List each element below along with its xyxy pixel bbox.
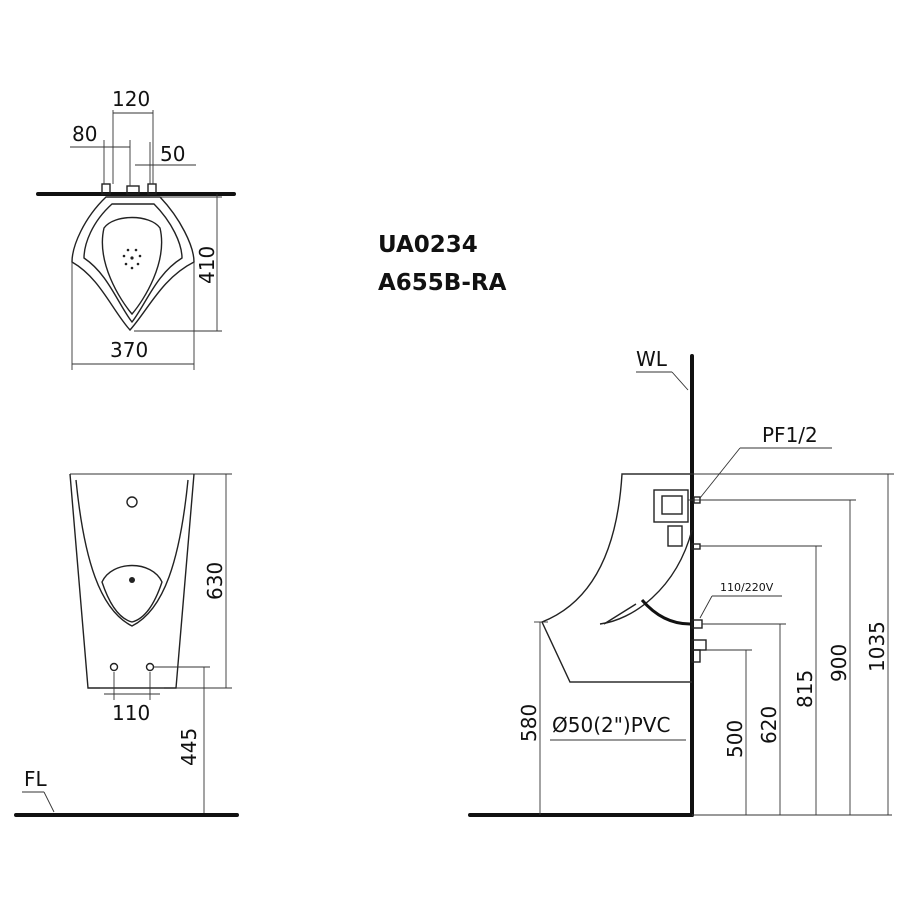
front-view-drain-hole	[129, 577, 135, 583]
dim-side-815: 815	[793, 670, 817, 708]
dim-side-580: 580	[517, 704, 541, 742]
top-view: 120 80 50 410 370	[36, 87, 236, 370]
dim-top-50: 50	[160, 142, 185, 166]
model-code-2: A655B-RA	[378, 270, 507, 296]
dim-front-630: 630	[203, 562, 227, 600]
inlet-label: PF1/2	[762, 423, 818, 447]
front-view-bowl-curve	[75, 479, 189, 627]
side-view-urinal-outline	[541, 473, 692, 683]
dim-front-445: 445	[177, 728, 201, 766]
side-view-drain-pipe	[691, 649, 701, 663]
top-view-bowl-outline	[71, 196, 195, 332]
dim-side-620: 620	[757, 706, 781, 744]
dim-top-370: 370	[110, 338, 148, 362]
side-view-drain-fitting	[691, 639, 707, 651]
dim-top-80: 80	[72, 122, 97, 146]
front-view-mount-hole-left	[109, 662, 119, 672]
dim-top-120: 120	[112, 87, 150, 111]
drain-label: Ø50(2")PVC	[552, 713, 670, 737]
side-view-spreader	[603, 603, 637, 625]
top-view-fitting-left	[101, 183, 111, 195]
side-view-valve-body	[653, 489, 689, 523]
side-view-bracket	[691, 543, 701, 550]
dim-front-110: 110	[112, 701, 150, 725]
side-view-power-cable	[640, 599, 691, 626]
dim-top-410: 410	[195, 246, 219, 284]
front-view-mount-hole-right	[145, 662, 155, 672]
front-view: 630 110 445 FL	[14, 473, 239, 817]
dim-side-1035: 1035	[865, 621, 889, 672]
side-view-valve-detail	[661, 495, 683, 515]
front-view-bowl-inner-curve	[101, 564, 163, 623]
top-view-drain-dots	[122, 248, 142, 270]
dim-side-500: 500	[723, 720, 747, 758]
dim-side-900: 900	[827, 644, 851, 682]
model-code-1: UA0234	[378, 232, 478, 258]
top-view-fitting-right	[147, 183, 157, 195]
power-label: 110/220V	[720, 581, 774, 594]
top-view-bowl-inner	[83, 203, 183, 324]
side-view: WL PF1/2 110/220V Ø50(2")PVC 580	[468, 347, 894, 817]
top-view-fitting-center	[126, 185, 140, 195]
side-view-valve-lower	[667, 525, 683, 547]
floor-label: FL	[24, 767, 48, 791]
front-view-sensor-window	[126, 496, 138, 508]
side-view-urinal-inner	[599, 529, 693, 625]
wall-label: WL	[636, 347, 668, 371]
top-view-basin	[101, 216, 163, 316]
